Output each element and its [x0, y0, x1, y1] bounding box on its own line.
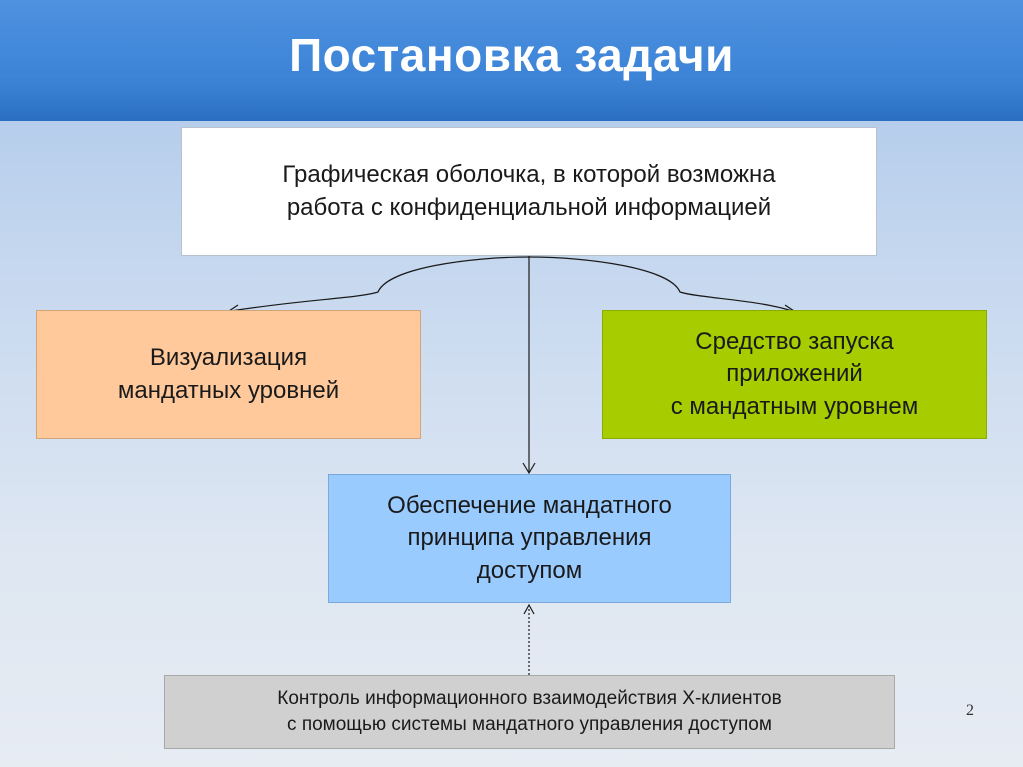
- bottom-box-text: Контроль информационного взаимодействия …: [277, 688, 782, 735]
- bottom-box-x-clients-control: Контроль информационного взаимодействия …: [164, 675, 895, 749]
- arrow-to-center-box-icon: [522, 462, 536, 475]
- page-number: 2: [966, 702, 974, 719]
- left-box-text: Визуализация мандатных уровней: [117, 344, 340, 404]
- top-box-graphical-shell: Графическая оболочка, в которой возможна…: [181, 127, 877, 256]
- center-box-text: Обеспечение мандатного принципа управлен…: [387, 491, 672, 584]
- slide-title: Постановка задачи: [289, 29, 734, 81]
- top-box-text: Графическая оболочка, в которой возможна…: [282, 161, 776, 221]
- right-box-launcher: Средство запуска приложений с мандатным …: [602, 310, 987, 439]
- right-box-text: Средство запуска приложений с мандатным …: [670, 327, 919, 420]
- left-box-visualization: Визуализация мандатных уровней: [36, 310, 421, 439]
- center-box-access-control: Обеспечение мандатного принципа управлен…: [328, 474, 731, 603]
- arrow-up-to-center-box-icon: [523, 603, 535, 615]
- brace-connector: [230, 256, 793, 312]
- title-band-stripe: [0, 74, 1023, 121]
